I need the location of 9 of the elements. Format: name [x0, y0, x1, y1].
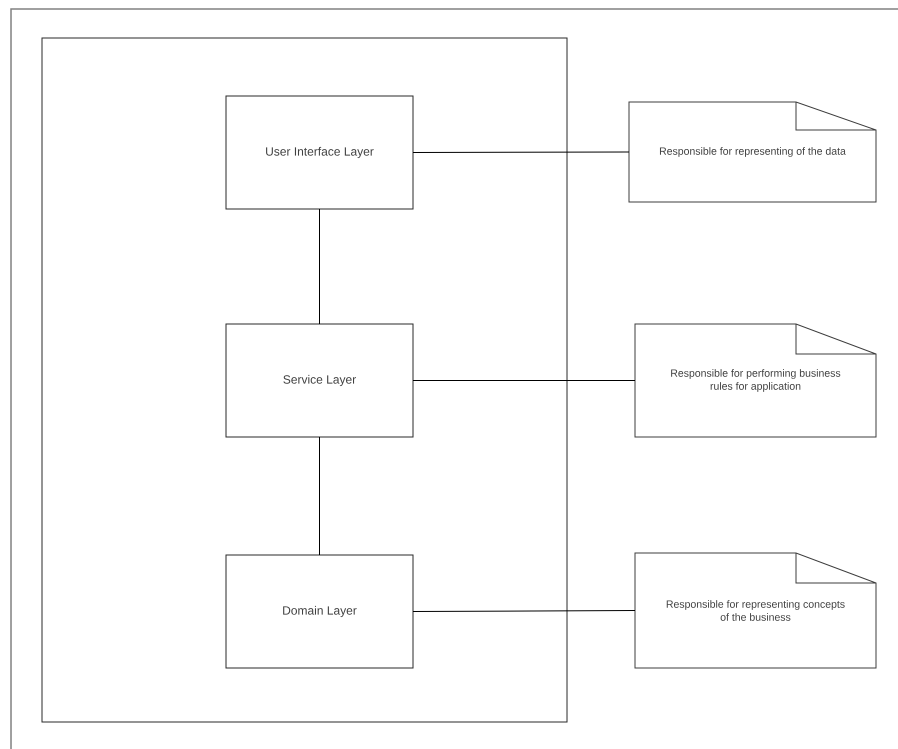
connector-line — [412, 610, 636, 612]
connector-line — [412, 152, 630, 153]
connector-line — [412, 380, 636, 381]
connector-line — [319, 436, 320, 556]
layer-box: Service Layer — [226, 324, 414, 438]
layer-box: Domain Layer — [226, 554, 414, 668]
layer-box: User Interface Layer — [226, 96, 414, 210]
container-box — [42, 38, 568, 722]
connector-line — [319, 208, 320, 324]
